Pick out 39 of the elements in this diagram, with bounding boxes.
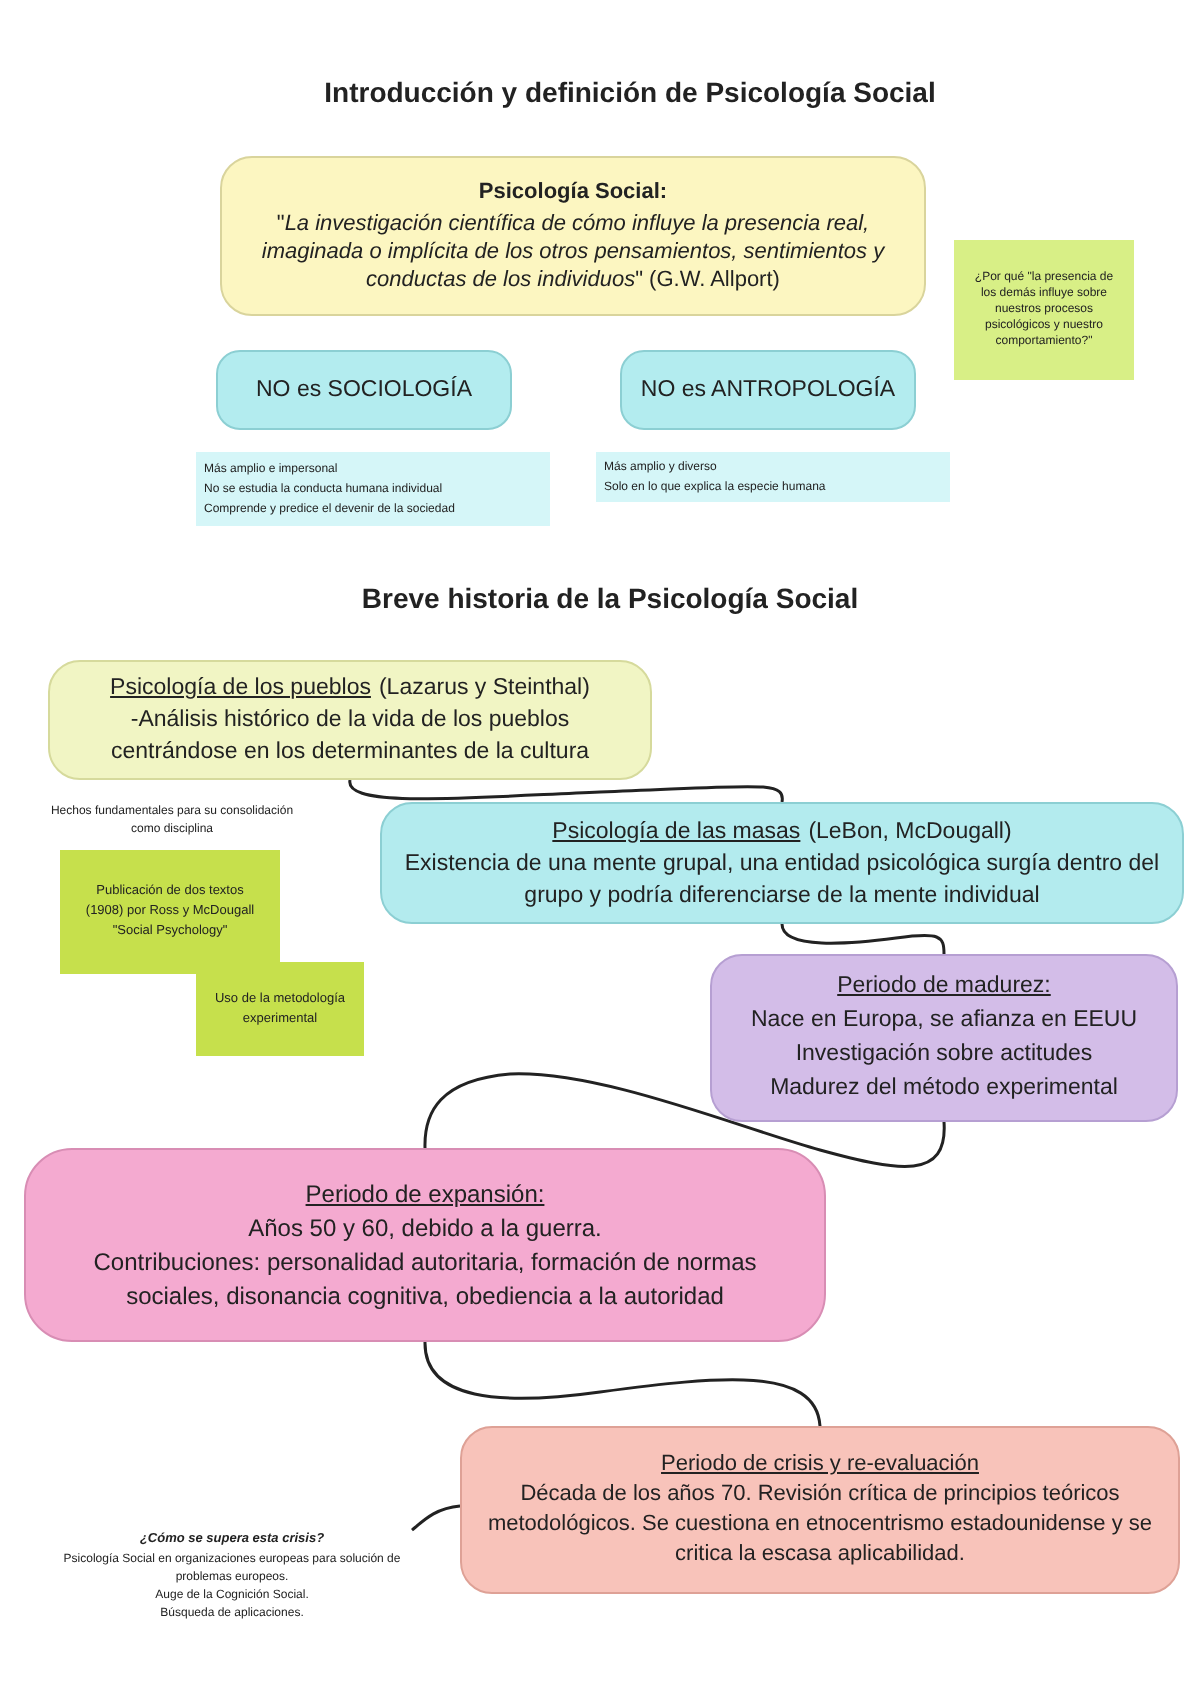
box-label: NO es SOCIOLOGÍA (256, 376, 472, 404)
description: -Análisis histórico de la vida de los pueblos centrándose en los determinantes de la cultura (108, 706, 592, 768)
connector-line (423, 1341, 822, 1427)
period-title: Periodo de madurez: (837, 972, 1051, 1002)
sticky-note (196, 962, 364, 1056)
history-box (710, 954, 1178, 1122)
connector-line (780, 923, 946, 955)
box-label: NO es ANTROPOLOGÍA (640, 376, 896, 404)
history-box (48, 660, 652, 780)
definition-quote: "La investigación científica de cómo influye la presencia real, imaginada o implícita de los otros pensamientos, sentimientos y conductas de los individuos" (G.W. Allport) (259, 210, 887, 294)
period-title: Psicología de los pueblos (110, 674, 371, 704)
history-box (380, 802, 1184, 924)
period-title: Periodo de crisis y re-evaluación (661, 1450, 979, 1480)
sticky-note (954, 240, 1134, 380)
description: Existencia de una mente grupal, una entidad psicológica surgía dentro del grupo y podría diferenciarse de la mente individual (402, 849, 1162, 911)
list-band (196, 452, 550, 526)
period-title: Periodo de expansión: (305, 1177, 545, 1211)
list-band (596, 452, 950, 502)
history-box (24, 1148, 826, 1342)
connector-line (411, 1504, 461, 1532)
description: Contribuciones: personalidad autoritaria, formación de normas sociales, disonancia cognitiva, obediencia a la autoridad (91, 1245, 759, 1313)
heading: Psicología Social: (478, 178, 668, 206)
description: Madurez del método experimental (770, 1074, 1118, 1104)
connector-line (348, 779, 784, 803)
description: Nace en Europa, se afianza en EEUU (750, 1006, 1138, 1036)
connector-line (423, 1072, 946, 1168)
description: Década de los años 70. Revisión crítica de principios teóricos metodológicos. Se cuestiona en etnocentrismo estadounidense y se critica la escasa aplicabilidad. (486, 1480, 1154, 1570)
section-heading: Breve historia de la Psicología Social (359, 580, 861, 616)
author-names: (Lazarus y Steinthal) (378, 674, 590, 704)
label-box (620, 350, 916, 430)
sticky-note (60, 850, 280, 974)
definition-box (220, 156, 926, 316)
author-names: (LeBon, McDougall) (808, 817, 1012, 847)
description: Investigación sobre actitudes (795, 1040, 1093, 1070)
title: Introducción y definición de Psicología Social (324, 74, 936, 110)
history-box (460, 1426, 1180, 1594)
description: Años 50 y 60, debido a la guerra. (248, 1211, 602, 1245)
period-title: Psicología de las masas (552, 817, 801, 847)
label-box (216, 350, 512, 430)
